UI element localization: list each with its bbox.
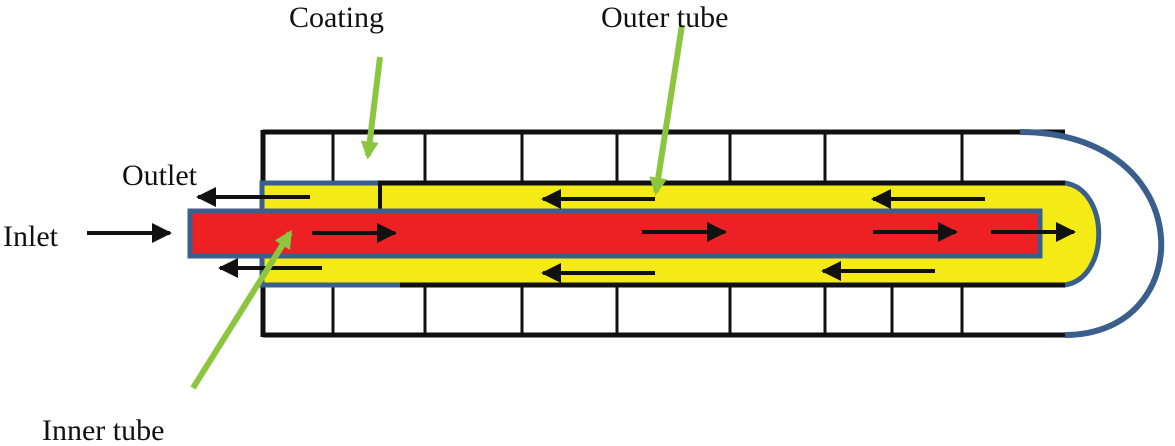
inner-tube-pointer xyxy=(190,229,293,390)
coating-label: Coating xyxy=(289,1,384,34)
outer-tube-label: Outer tube xyxy=(601,1,728,34)
inlet-label: Inlet xyxy=(3,220,59,253)
grid-dividers xyxy=(331,132,964,335)
outlet-label: Outlet xyxy=(122,159,198,192)
inner-tube-label: Inner tube xyxy=(42,414,164,446)
flow-arrows xyxy=(87,187,1076,283)
coating-pointer xyxy=(360,56,383,160)
label-pointers xyxy=(190,24,685,390)
outer-tube-pointer xyxy=(649,24,685,196)
return-bend xyxy=(1019,129,1165,338)
